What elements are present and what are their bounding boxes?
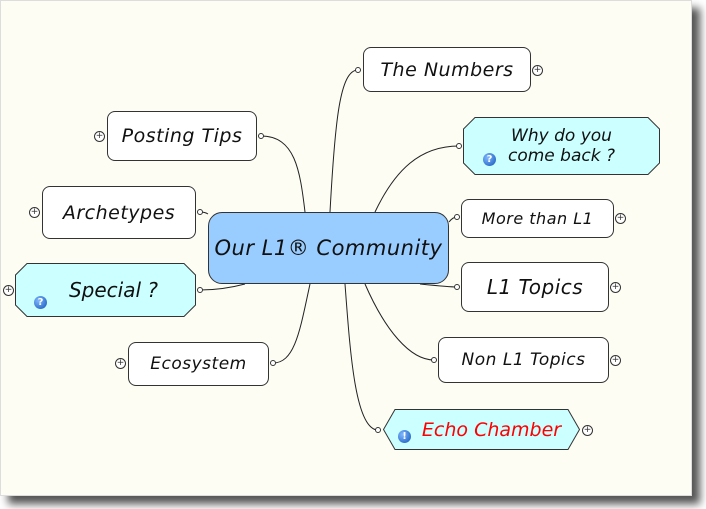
central-topic[interactable]: Our L1® Community [208,212,449,284]
topic-label: More than L1 [481,209,594,228]
topic-posting-tips[interactable]: Posting Tips [107,111,257,161]
expand-icon[interactable]: + [3,285,14,296]
topic-label: Archetypes [62,201,176,224]
connector-special [199,283,246,291]
topic-label: The Numbers [380,58,514,81]
question-icon: ? [34,296,47,309]
topic-label: Why do you come back ? [508,126,615,166]
topic-label: Special ? [68,278,159,302]
topic-archetypes[interactable]: Archetypes [42,186,196,239]
topic-label: Ecosystem [150,354,247,374]
topic-label: Non L1 Topics [461,350,586,370]
topic-label: L1 Topics [486,275,584,299]
connector-why [374,145,460,213]
connector-echo [344,283,379,431]
topic-special[interactable]: ? Special ? [15,263,196,317]
connector-posting-tips [260,135,306,213]
connector-l1 [419,283,458,288]
question-icon: ? [483,153,496,166]
expand-icon[interactable]: + [610,282,621,293]
topic-numbers[interactable]: The Numbers [363,47,531,92]
connector-ecosystem [272,283,311,364]
expand-icon[interactable]: + [29,207,40,218]
topic-more-than-l1[interactable]: More than L1 [461,199,614,238]
expand-icon[interactable]: + [94,131,105,142]
topic-ecosystem[interactable]: Ecosystem [128,342,269,386]
expand-icon[interactable]: + [615,213,626,224]
topic-label: Echo Chamber [421,418,562,441]
central-label: Our L1® Community [214,236,443,260]
topic-why[interactable]: ? Why do you come back ? [463,117,660,175]
topic-l1-topics[interactable]: L1 Topics [461,262,609,312]
topic-non-l1-topics[interactable]: Non L1 Topics [438,337,609,383]
topic-label: Posting Tips [121,125,243,147]
expand-icon[interactable]: + [115,358,126,369]
expand-icon[interactable]: + [582,425,593,436]
info-icon: ! [398,430,411,443]
connector-numbers [329,69,359,213]
connector-non-l1 [364,283,435,361]
expand-icon[interactable]: + [610,355,621,366]
expand-icon[interactable]: + [532,65,543,76]
topic-echo-chamber[interactable]: ! Echo Chamber [383,409,580,450]
